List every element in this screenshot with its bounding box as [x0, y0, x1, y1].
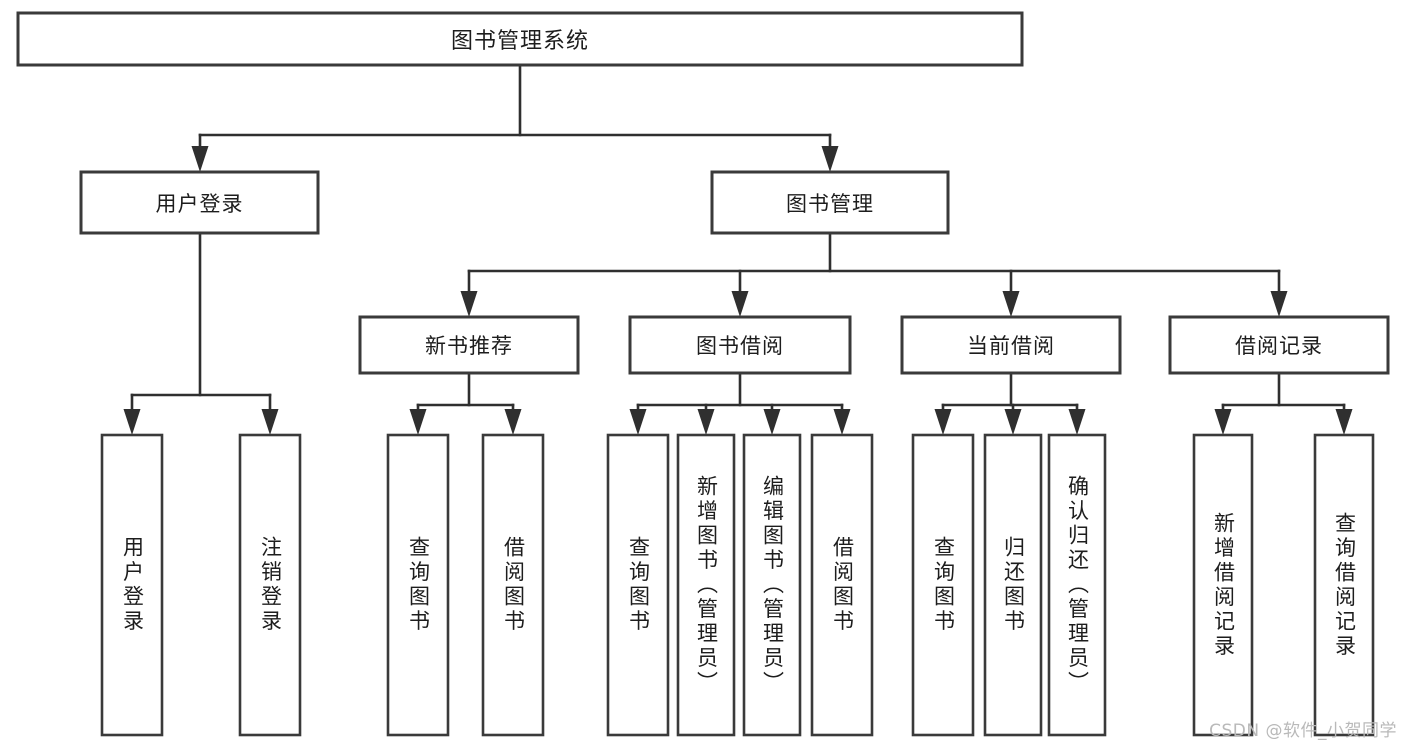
watermark-text: CSDN @软件_小贺同学 — [1209, 721, 1397, 741]
arrow-head-borrow-record — [1270, 291, 1288, 317]
node-box-leaf-query-borrow-record[interactable] — [1313, 433, 1375, 737]
node-box-leaf-user-logout[interactable] — [238, 433, 302, 737]
arrow-head-leaf-borrow-book-rec — [504, 409, 522, 435]
node-box-leaf-query-book-rec[interactable] — [386, 433, 450, 737]
arrow-head-leaf-borrow-book — [833, 409, 851, 435]
node-box-leaf-add-book[interactable] — [676, 433, 736, 737]
node-box-new-book-recommend[interactable] — [358, 315, 580, 375]
arrow-head-new-book-recommend — [460, 291, 478, 317]
arrow-head-book-borrow — [731, 291, 749, 317]
node-box-leaf-borrow-book[interactable] — [810, 433, 874, 737]
arrow-head-leaf-add-book — [697, 409, 715, 435]
node-box-current-borrow[interactable] — [900, 315, 1122, 375]
arrow-head-leaf-query-borrow-record — [1335, 409, 1353, 435]
connector-layer — [123, 63, 1353, 435]
arrow-head-user-login — [191, 146, 209, 172]
node-box-leaf-edit-book[interactable] — [742, 433, 802, 737]
node-box-leaf-confirm-return[interactable] — [1047, 433, 1107, 737]
arrow-head-leaf-return-book — [1004, 409, 1022, 435]
arrow-head-leaf-query-book-borrow — [629, 409, 647, 435]
arrow-head-leaf-confirm-return — [1068, 409, 1086, 435]
node-layer — [16, 11, 1390, 737]
arrow-head-book-manage — [821, 146, 839, 172]
node-box-book-manage[interactable] — [710, 170, 950, 235]
node-box-leaf-add-borrow-record[interactable] — [1192, 433, 1254, 737]
node-box-root[interactable] — [16, 11, 1024, 67]
arrow-head-leaf-query-book-current — [934, 409, 952, 435]
node-box-user-login[interactable] — [79, 170, 320, 235]
arrow-head-leaf-user-login — [123, 409, 141, 435]
node-box-leaf-query-book-current[interactable] — [911, 433, 975, 737]
arrow-head-leaf-user-logout — [261, 409, 279, 435]
arrow-head-leaf-query-book-rec — [409, 409, 427, 435]
arrow-head-current-borrow — [1002, 291, 1020, 317]
node-box-leaf-user-login[interactable] — [100, 433, 164, 737]
node-box-leaf-borrow-book-rec[interactable] — [481, 433, 545, 737]
arrow-head-leaf-add-borrow-record — [1214, 409, 1232, 435]
node-box-borrow-record[interactable] — [1168, 315, 1390, 375]
node-box-leaf-return-book[interactable] — [983, 433, 1043, 737]
arrow-head-leaf-edit-book — [763, 409, 781, 435]
node-box-leaf-query-book-borrow[interactable] — [606, 433, 670, 737]
node-box-book-borrow[interactable] — [628, 315, 852, 375]
